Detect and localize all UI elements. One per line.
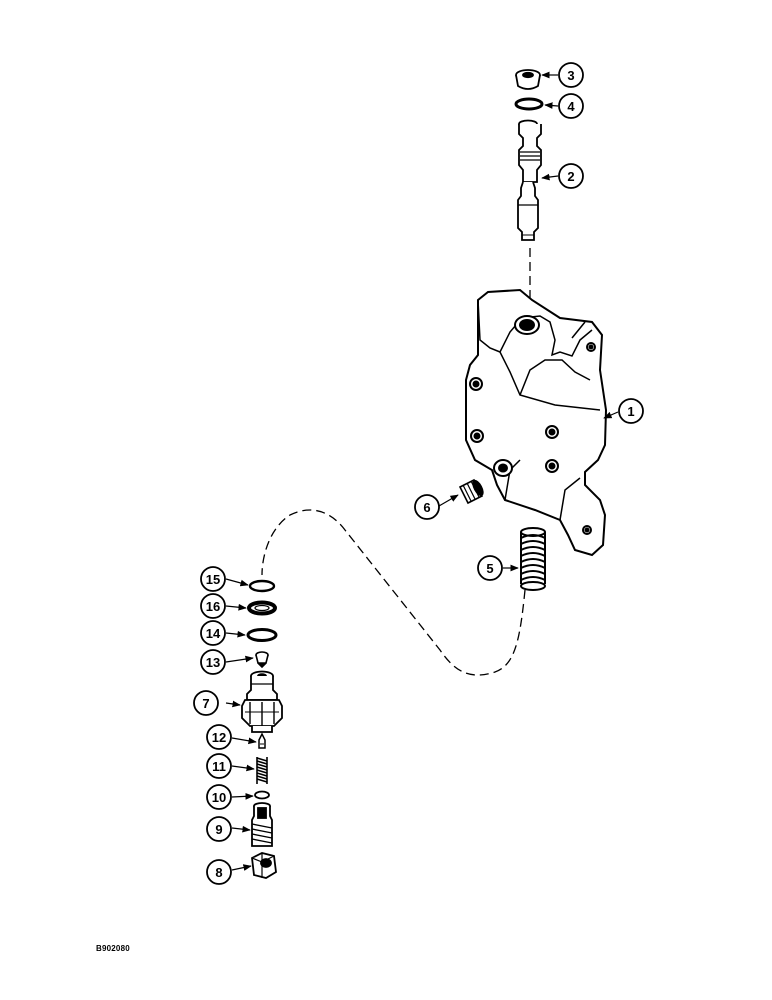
callout-3-label: 3 bbox=[567, 68, 574, 83]
callout-1-label: 1 bbox=[627, 404, 634, 419]
figure-id: B902080 bbox=[96, 944, 130, 953]
set-screw-part-6 bbox=[458, 478, 484, 505]
o-ring-part-10 bbox=[254, 790, 270, 800]
callout-4: 4 bbox=[558, 93, 584, 119]
plug-part-3 bbox=[515, 69, 541, 90]
callout-13-label: 13 bbox=[206, 655, 220, 670]
o-ring-part-14 bbox=[246, 628, 278, 642]
callout-7: 7 bbox=[193, 690, 219, 716]
callout-2: 2 bbox=[558, 163, 584, 189]
callout-11-label: 11 bbox=[212, 759, 226, 774]
callout-12: 12 bbox=[206, 724, 232, 750]
callout-14-label: 14 bbox=[206, 626, 221, 641]
spring-part-11 bbox=[256, 757, 268, 784]
callout-8-label: 8 bbox=[215, 865, 222, 880]
callout-10: 10 bbox=[206, 784, 232, 810]
callout-15: 15 bbox=[200, 566, 226, 592]
callout-16-label: 16 bbox=[206, 599, 220, 614]
poppet-part-13 bbox=[255, 651, 269, 669]
callout-14: 14 bbox=[200, 620, 226, 646]
valve-body-part-1 bbox=[465, 288, 608, 557]
backup-ring-part-16 bbox=[247, 600, 277, 616]
callout-1: 1 bbox=[618, 398, 644, 424]
callout-12-label: 12 bbox=[212, 730, 226, 745]
lock-nut-part-8 bbox=[251, 852, 277, 879]
callout-16: 16 bbox=[200, 593, 226, 619]
spring-part-5 bbox=[520, 527, 546, 591]
callout-9-label: 9 bbox=[215, 822, 222, 837]
callout-5: 5 bbox=[477, 555, 503, 581]
callout-2-label: 2 bbox=[567, 169, 574, 184]
callout-6-label: 6 bbox=[423, 500, 430, 515]
adjusting-screw-part-9 bbox=[251, 802, 273, 847]
callout-10-label: 10 bbox=[212, 790, 226, 805]
callout-4-label: 4 bbox=[567, 99, 575, 114]
relief-valve-housing-part-7 bbox=[241, 670, 283, 733]
callout-leaders bbox=[225, 71, 619, 871]
callout-9: 9 bbox=[206, 816, 232, 842]
spool-part-2 bbox=[517, 119, 542, 241]
callout-15-label: 15 bbox=[206, 572, 220, 587]
o-ring-part-15 bbox=[248, 579, 276, 593]
callout-13: 13 bbox=[200, 649, 226, 675]
callout-11: 11 bbox=[206, 753, 232, 779]
callout-8: 8 bbox=[206, 859, 232, 885]
callout-5-label: 5 bbox=[486, 561, 493, 576]
callout-6: 6 bbox=[414, 494, 440, 520]
callout-3: 3 bbox=[558, 62, 584, 88]
pin-part-12 bbox=[258, 732, 266, 749]
o-ring-part-4 bbox=[514, 97, 544, 111]
callout-7-label: 7 bbox=[202, 696, 209, 711]
